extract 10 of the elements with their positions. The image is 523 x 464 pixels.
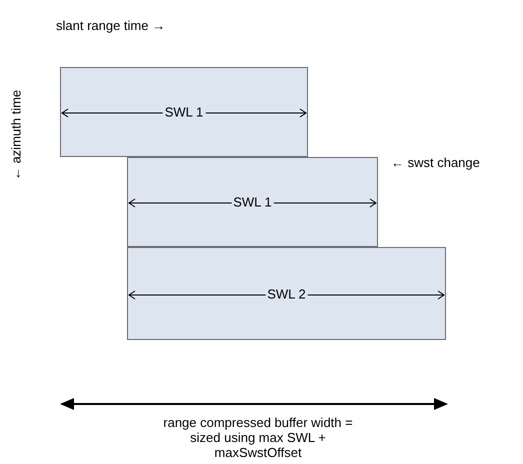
caption-text: range compressed buffer width = sized using max SWL + maxSwstOffset (162, 415, 354, 460)
axis-label: ← azimuth time (7, 90, 24, 180)
axis-label: slant range time → (56, 17, 166, 35)
buffer-box (127, 157, 378, 247)
segment-label: SWL 1 (162, 106, 206, 118)
segment-label: SWL 2 (265, 287, 308, 300)
segment-label: SWL 1 (231, 196, 274, 208)
buffer-box (60, 67, 308, 157)
buffer-box (127, 247, 446, 340)
annotation-text: ← swst change (391, 154, 480, 172)
